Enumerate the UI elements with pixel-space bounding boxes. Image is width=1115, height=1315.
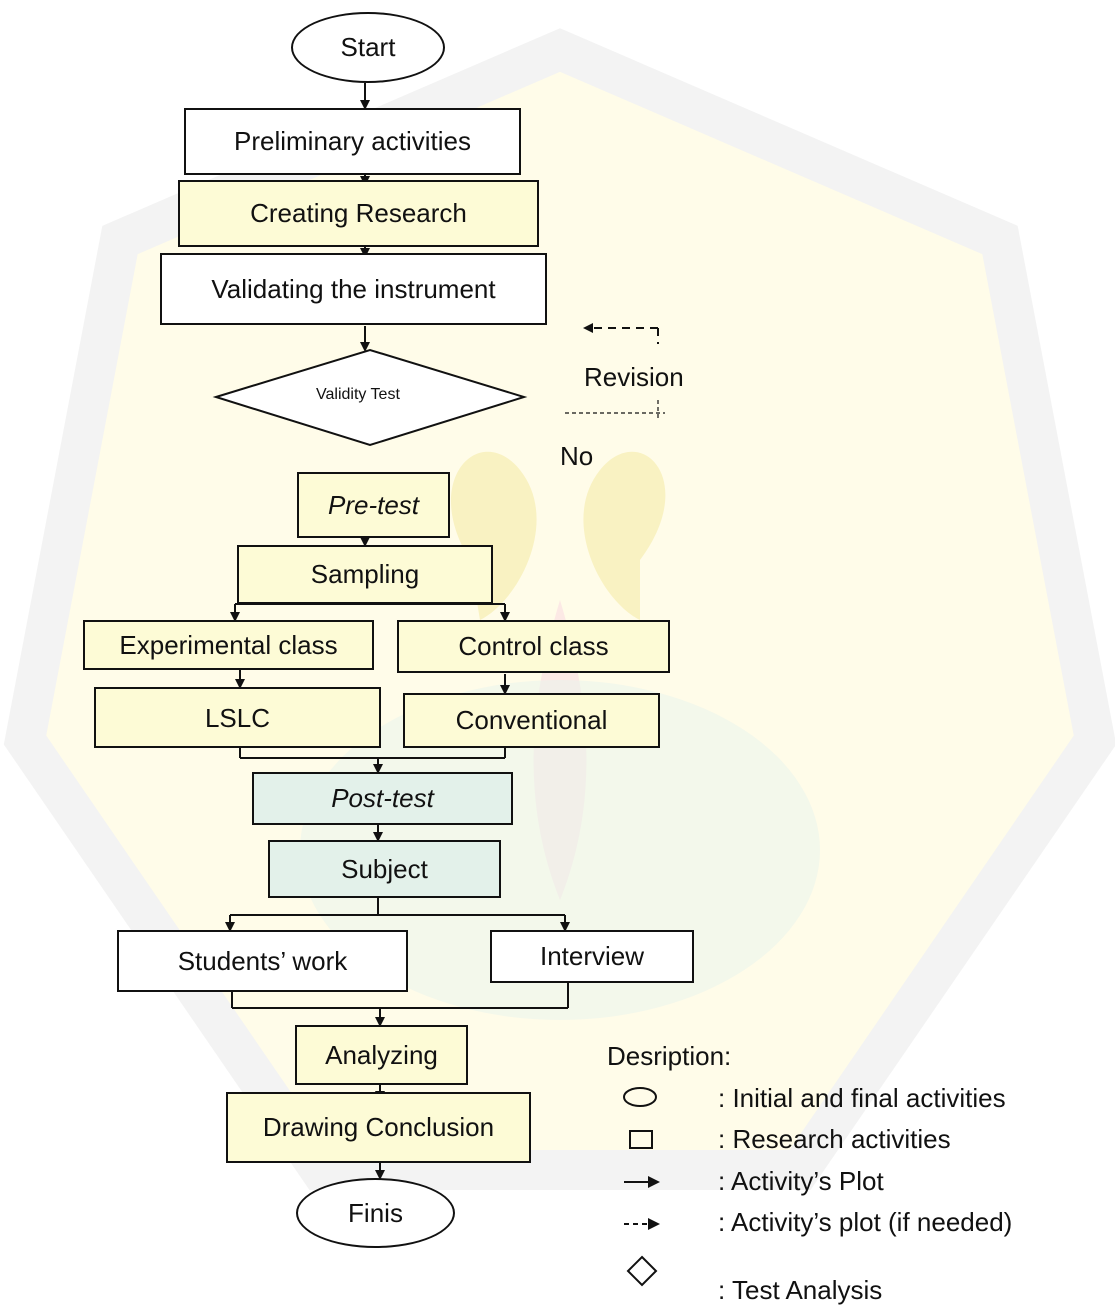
analyzing-label: Analyzing [325,1039,438,1070]
creating-research-box: Creating Research [178,180,539,247]
subject-label: Subject [341,853,428,884]
validity-test-label: Validity Test [316,386,400,403]
conventional-label: Conventional [455,705,608,735]
start-label: Start [340,32,396,62]
interview-box: Interview [490,930,694,983]
legend-item-activity-plot-if-needed: : Activity’s plot (if needed) [718,1207,1013,1237]
conventional-box: Conventional [403,693,660,748]
pre-test-box: Pre-test [297,472,450,538]
validity-test-diamond [212,348,528,447]
legend-item-activity-plot: : Activity’s Plot [718,1166,884,1196]
legend-title: Desription: [607,1041,732,1071]
legend-item-research: : Research activities [718,1124,951,1154]
preliminary-activities-label: Preliminary activities [234,126,471,156]
arrow-icon [624,1176,660,1188]
revision-label: Revision [584,362,684,392]
post-test-label: Post-test [331,783,434,813]
analyzing-box: Analyzing [295,1025,468,1085]
start-ellipse: Start [291,12,445,83]
finis-label: Finis [348,1197,403,1228]
experimental-class-box: Experimental class [83,620,374,670]
creating-research-label: Creating Research [250,198,467,228]
control-class-box: Control class [397,620,670,673]
drawing-conclusion-box: Drawing Conclusion [226,1092,531,1163]
lslc-label: LSLC [204,703,271,733]
validating-instrument-box: Validating the instrument [160,253,547,325]
sampling-label: Sampling [310,559,420,589]
students-work-label: Students’ work [177,945,348,976]
ellipse-icon [623,1087,657,1107]
subject-box: Subject [268,840,501,898]
rectangle-icon [629,1130,653,1149]
students-work-box: Students’ work [117,930,408,992]
lslc-box: LSLC [94,687,381,748]
post-test-box: Post-test [252,772,513,825]
diamond-icon [626,1255,658,1287]
drawing-conclusion-label: Drawing Conclusion [262,1112,495,1142]
finis-ellipse: Finis [296,1178,455,1248]
sampling-box: Sampling [237,545,493,604]
no-label: No [560,441,594,471]
control-class-label: Control class [458,631,609,661]
dashed-arrow-icon [624,1218,660,1230]
pre-test-label: Pre-test [327,489,420,520]
interview-label: Interview [539,941,645,971]
legend-item-initial-final: : Initial and final activities [718,1083,1006,1113]
preliminary-activities-box: Preliminary activities [184,108,521,175]
experimental-class-label: Experimental class [119,629,338,660]
validating-instrument-label: Validating the instrument [211,273,496,304]
legend-item-test-analysis: : Test Analysis [718,1275,883,1305]
